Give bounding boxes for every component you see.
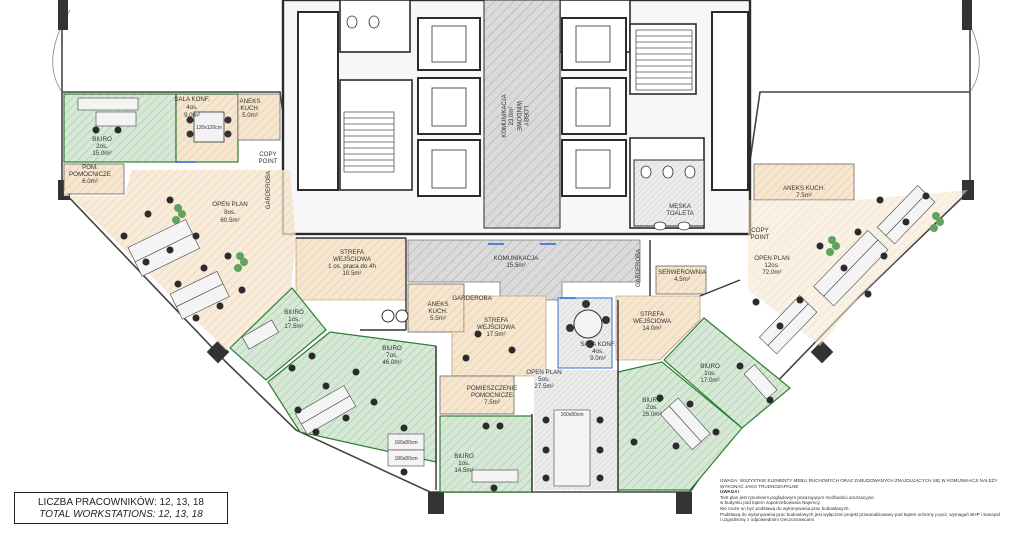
plants	[172, 204, 944, 272]
aneks-kuch-center-zone	[407, 283, 465, 333]
sala-konf-left-zone	[175, 93, 239, 163]
note-line: w budynku pod kątem zapotrzebowania Naje…	[720, 500, 821, 506]
biuro-1os-17-5-zone	[229, 287, 327, 381]
note-line: Nie może on być podstawą do wykonywania …	[720, 505, 850, 511]
note-line: i uzgodniony z odpowiednimi rzeczoznawca…	[720, 517, 814, 523]
label-table-120: 120x120cm	[196, 125, 222, 131]
desk-clusters	[77, 97, 936, 487]
label-garderoba-right: GARDEROBA	[636, 249, 642, 287]
workstation-count-pl: LICZBA PRACOWNIKÓW: 12, 13, 18	[38, 497, 204, 508]
stairs-right	[635, 29, 693, 91]
biuro-1os-17-0-zone	[663, 317, 791, 429]
note-line: WYKONAĆ JAKO TRUDNOZAPALNE	[720, 483, 799, 489]
aneks-kuch-right-zone	[753, 163, 855, 201]
round-tables	[381, 300, 610, 348]
toilet-fixtures	[346, 15, 696, 231]
workstation-count-en: TOTAL WORKSTATIONS: 12, 13, 18	[39, 509, 203, 520]
note-line: Podstawą do wykonywania prac budowlanych…	[720, 511, 1001, 517]
label-desk-180: 180x80cm	[394, 456, 417, 462]
label-lobby-windowe: LOBBYWINDOWE	[515, 101, 528, 131]
label-garderoba-left: GARDEROBA	[266, 171, 272, 209]
label-aneks-kuch-right: ANEKS KUCH.7.5m²	[783, 185, 825, 199]
label-sala-konf-left: SALA KONF.4os.9.0m²	[174, 96, 210, 119]
label-garderoba-center: GARDEROBA	[452, 295, 492, 302]
note-line: UWAGA: WSZYSTKIE ELEMENTY MEBLI RUCHOMYC…	[720, 478, 998, 483]
glass-doors	[176, 161, 576, 299]
pomieszczenie-pomocnicze-zone	[439, 375, 515, 415]
strefa-wejsciowa-right-zone	[615, 295, 701, 361]
stairs-left	[343, 111, 395, 173]
lobby-area	[483, 0, 561, 229]
note-line: Test plan jest rysunkiem poglądowym poka…	[720, 494, 874, 500]
conference-table-left	[186, 111, 232, 143]
serwerownia-zone	[655, 265, 707, 295]
label-sala-konf-center: SALA KONF.4os.9.0m²	[580, 341, 616, 362]
disclaimer-notes: UWAGA: WSZYSTKIE ELEMENTY MEBLI RUCHOMYC…	[720, 478, 1020, 523]
label-komunikacja-vertical: KOMUNIKACJA23.0m²	[502, 94, 515, 137]
open-plan-8os-zone	[64, 170, 296, 350]
label-desk-160-left: 160x80cm	[394, 440, 417, 446]
label-desk-long: 160x80cm	[560, 412, 583, 418]
chairs	[92, 126, 930, 492]
pom-pomocnicze-left-zone	[63, 163, 125, 195]
note-heading: UWAGA!	[720, 489, 740, 495]
aneks-kuch-left-zone	[237, 93, 281, 141]
workstation-count-box: LICZBA PRACOWNIKÓW: 12, 13, 18 TOTAL WOR…	[14, 492, 228, 524]
